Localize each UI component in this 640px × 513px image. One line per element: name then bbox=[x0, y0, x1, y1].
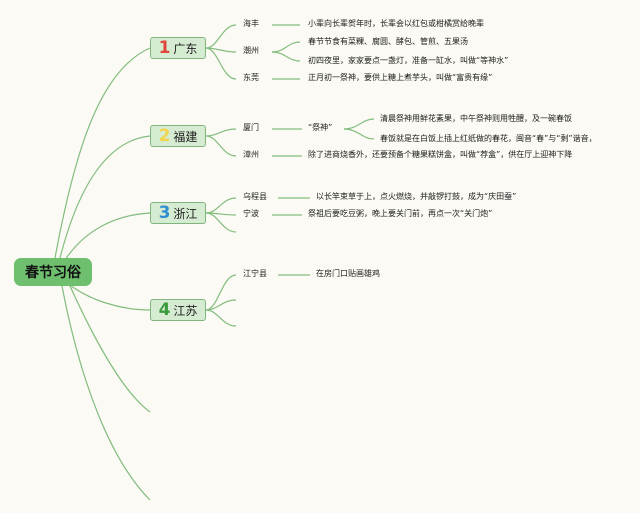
branch-node-jiangsu[interactable]: 4 江苏 bbox=[150, 299, 206, 321]
branch-node-guangdong[interactable]: 1 广东 bbox=[150, 37, 206, 59]
note-jiangning[interactable]: 在房门口贴画雄鸡 bbox=[316, 269, 380, 278]
note-chaozhou-1[interactable]: 春节节食有菜粿、腐圆、酵包、管煎、五果汤 bbox=[308, 37, 468, 46]
branch-label: 广东 bbox=[173, 41, 198, 56]
note-xiamen-1[interactable]: 清晨祭神用鲜花素果，中午祭神则用牲醴，及一碗春饭 bbox=[380, 114, 572, 123]
place-chaozhou[interactable]: 潮州 bbox=[243, 46, 259, 55]
branch-label: 浙江 bbox=[173, 206, 198, 221]
note-chaozhou-2[interactable]: 初四夜里，家家要点一盏灯，准备一缸水，叫做“等神水” bbox=[308, 56, 509, 65]
place-wucheng[interactable]: 乌程县 bbox=[243, 192, 267, 201]
branch-label: 江苏 bbox=[173, 303, 198, 318]
place-dongguan[interactable]: 东莞 bbox=[243, 73, 259, 82]
note-wucheng[interactable]: 以长竿束草于上，点火燃烧，并敲锣打鼓，成为“庆田蚕” bbox=[316, 192, 517, 201]
place-ningbo[interactable]: 宁波 bbox=[243, 209, 259, 218]
branch-number: 1 bbox=[158, 37, 171, 58]
branch-number: 4 bbox=[158, 299, 171, 320]
branch-number: 3 bbox=[158, 202, 171, 223]
branch-node-zhejiang[interactable]: 3 浙江 bbox=[150, 202, 206, 224]
branch-label: 福建 bbox=[173, 129, 198, 144]
note-haifeng[interactable]: 小辈向长辈贺年时，长辈会以红包或柑橘赏给晚辈 bbox=[308, 19, 484, 28]
place-xiamen[interactable]: 厦门 bbox=[243, 123, 259, 132]
sub-node-jishen[interactable]: “祭神” bbox=[308, 123, 333, 132]
note-xiamen-2[interactable]: 春饭就是在白饭上插上红纸做的春花，闽音“春”与“剩”谐音， bbox=[380, 134, 597, 143]
place-zhangzhou[interactable]: 漳州 bbox=[243, 150, 259, 159]
branch-number: 2 bbox=[158, 125, 171, 146]
note-ningbo[interactable]: 祭祖后要吃豆粥，晚上要关门前，再点一次“关门炮” bbox=[308, 209, 493, 218]
place-jiangning[interactable]: 江宁县 bbox=[243, 269, 267, 278]
root-node[interactable]: 春节习俗 bbox=[14, 258, 92, 286]
note-zhangzhou[interactable]: 除了进商烧香外，还要预备个糖果糕饼盒，叫做“荐盒”，供在厅上迎神下降 bbox=[308, 150, 573, 159]
branch-node-fujian[interactable]: 2 福建 bbox=[150, 125, 206, 147]
note-dongguan[interactable]: 正月初一祭神，要供上糖上煮芋头，叫做“富贵有缘” bbox=[308, 73, 493, 82]
place-haifeng[interactable]: 海丰 bbox=[243, 19, 259, 28]
